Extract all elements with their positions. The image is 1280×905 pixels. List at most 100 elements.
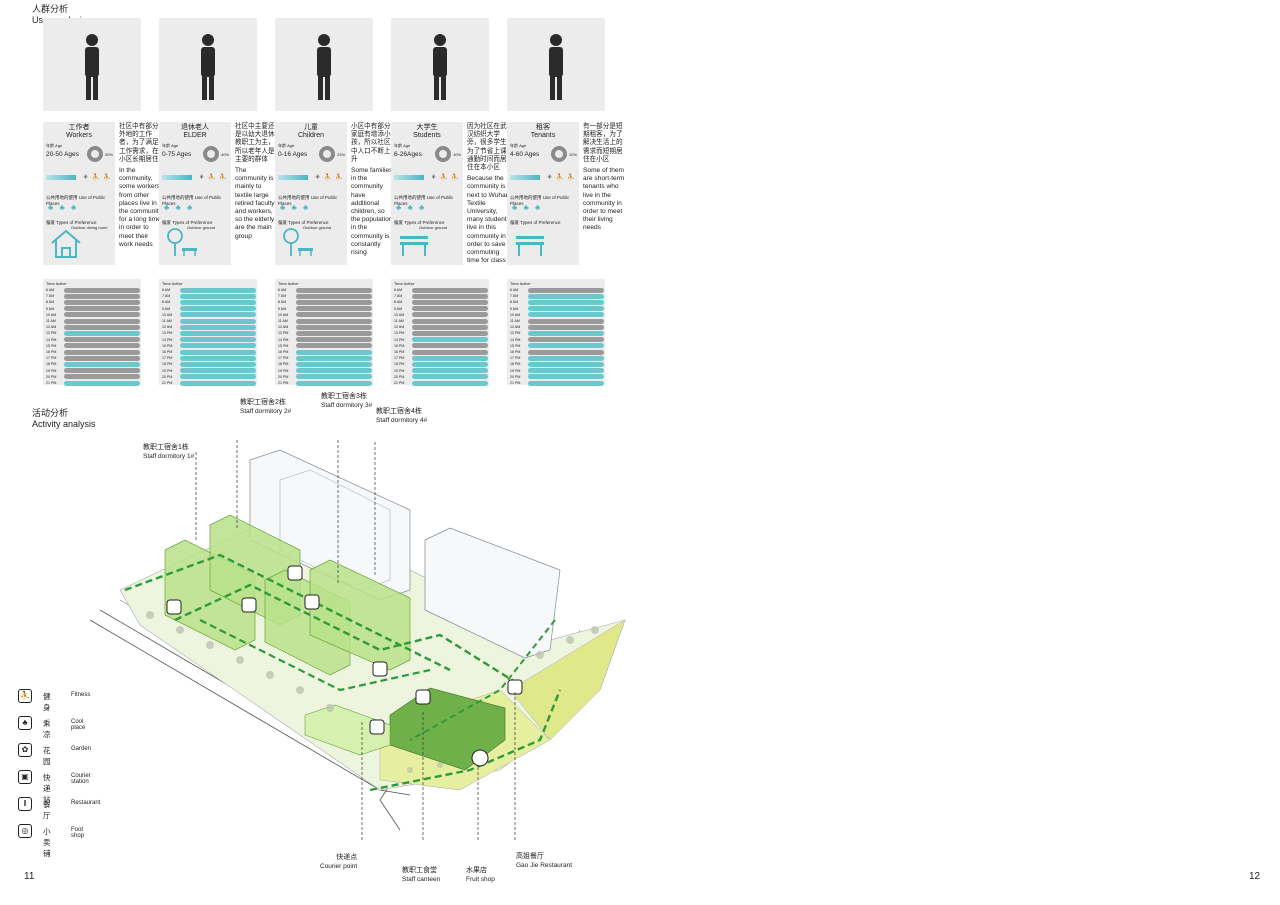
age-range: 6-26Ages xyxy=(394,151,422,158)
activity-level-bar xyxy=(412,361,488,367)
hour-label: 9 AM xyxy=(510,306,519,311)
time-active-title: Time Active xyxy=(46,281,67,286)
activity-level-bar xyxy=(412,287,488,293)
foot-shop-icon: ◎ xyxy=(18,824,32,838)
time-active-row: 20 PM xyxy=(278,374,372,380)
time-active-row: 8 AM xyxy=(162,299,256,305)
activity-gradient-bar xyxy=(394,175,424,180)
time-active-row: 9 AM xyxy=(394,306,488,312)
time-active-row: 13 PM xyxy=(46,330,140,336)
legend-label-en: Cool place xyxy=(71,719,86,731)
activity-level-bar xyxy=(296,324,372,330)
callout-cn: 水果店 xyxy=(466,867,487,874)
activity-level-bar xyxy=(528,361,604,367)
activity-level-bar xyxy=(64,312,140,318)
activity-level-bar xyxy=(528,299,604,305)
time-active-row: 6 AM xyxy=(46,287,140,293)
hour-label: 16 PM xyxy=(46,350,57,354)
hour-label: 17 PM xyxy=(394,356,405,361)
hour-label: 18 PM xyxy=(278,362,289,367)
time-active-row: 19 PM xyxy=(394,368,488,374)
hour-label: 16 PM xyxy=(162,350,173,354)
hour-label: 14 PM xyxy=(394,337,405,342)
hour-label: 17 PM xyxy=(162,356,173,361)
hour-label: 9 AM xyxy=(46,306,55,311)
tree-icons: ♣ ♣ ♣ xyxy=(512,203,543,212)
activity-level-bar xyxy=(64,324,140,330)
types-of-preference-label: 偏爱 Types of Preference xyxy=(162,220,213,225)
time-active-row: 16 PM xyxy=(278,349,372,355)
description-cn: 社区中主要还是以幼大退休教职工为主，所以老年人是主要的群体 xyxy=(235,122,275,163)
hour-label: 18 PM xyxy=(510,362,521,367)
legend-label-en: Foot shop xyxy=(71,827,85,839)
hour-label: 15 PM xyxy=(162,343,173,348)
activity-level-bar xyxy=(412,349,488,355)
time-active-row: 11 AM xyxy=(394,318,488,324)
activity-level-bar xyxy=(296,355,372,361)
time-active-row: 6 AM xyxy=(162,287,256,293)
activity-level-bar xyxy=(296,287,372,293)
hour-label: 21 PM xyxy=(510,381,521,385)
time-active-row: 19 PM xyxy=(278,368,372,374)
callout-staff-dormitory-4: 教职工宿舍4栋 Staff dormitory 4# xyxy=(376,407,427,425)
time-active-row: 8 AM xyxy=(394,299,488,305)
age-label: 年龄 Age xyxy=(510,143,527,148)
use-public-places-label: 公共用地的使用 Use of Public Places xyxy=(510,195,570,206)
activity-level-bar xyxy=(180,306,256,312)
time-active-row: 18 PM xyxy=(510,361,604,367)
legend-label-cn: 餐厅 xyxy=(43,800,51,820)
group-name-en: Children xyxy=(297,132,325,139)
hour-label: 12 AM xyxy=(46,325,57,330)
activity-level-bar xyxy=(412,293,488,299)
activity-level-bar xyxy=(180,324,256,330)
time-active-row: 14 PM xyxy=(162,337,256,343)
time-active-row: 9 AM xyxy=(278,306,372,312)
time-active-row: 16 PM xyxy=(46,349,140,355)
group-name-cn: 儿童 xyxy=(304,124,318,131)
share-donut-chart xyxy=(203,146,219,162)
time-active-row: 7 AM xyxy=(278,293,372,299)
time-active-row: 10 AM xyxy=(162,312,256,318)
age-range: 4-60 Ages xyxy=(510,151,540,158)
preference-place-label: Outdoor ground xyxy=(303,225,332,230)
callout-cn: 高姐餐厅 xyxy=(516,853,544,860)
time-active-row: 7 AM xyxy=(46,293,140,299)
callout-cn: 教职工宿舍4栋 xyxy=(376,408,422,415)
bench-icon xyxy=(516,236,544,256)
hour-label: 19 PM xyxy=(510,368,521,373)
callout-en: Staff dormitory 3# xyxy=(321,402,373,409)
activity-level-bar xyxy=(528,349,604,355)
hour-label: 21 PM xyxy=(278,381,289,385)
hour-label: 18 PM xyxy=(46,362,57,367)
description-cn: 小区中有部分家庭有增添小孩，所以社区中人口不断上升 xyxy=(351,122,391,163)
callout-en: Courier point xyxy=(320,863,358,870)
activity-level-bar xyxy=(64,318,140,324)
hour-label: 19 PM xyxy=(162,368,173,373)
activity-level-bar xyxy=(412,324,488,330)
time-active-row: 10 AM xyxy=(278,312,372,318)
legend-label-cn: 花园 xyxy=(43,746,51,766)
activity-level-bar xyxy=(180,299,256,305)
hour-label: 20 PM xyxy=(162,374,173,379)
time-active-row: 13 PM xyxy=(510,330,604,336)
activity-level-bar xyxy=(180,337,256,343)
time-active-row: 20 PM xyxy=(394,374,488,380)
time-active-row: 11 AM xyxy=(510,318,604,324)
hour-label: 9 AM xyxy=(278,306,287,311)
activity-level-bar xyxy=(528,368,604,374)
activity-level-bar xyxy=(180,318,256,324)
activity-level-bar xyxy=(180,380,256,386)
hour-label: 16 PM xyxy=(278,350,289,354)
description-cn: 社区中有部分外地的工作者，为了满足工作需求，在小区长期居住 xyxy=(119,122,159,163)
hour-label: 8 AM xyxy=(394,300,403,305)
time-active-row: 15 PM xyxy=(162,343,256,349)
age-range: 0-75 Ages xyxy=(162,151,192,158)
